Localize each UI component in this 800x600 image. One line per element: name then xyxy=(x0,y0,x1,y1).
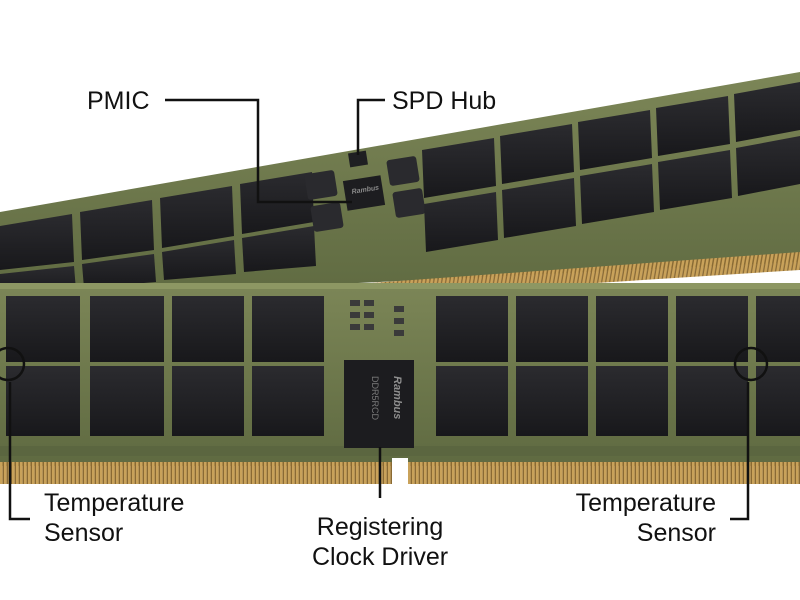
front-dimm-passives-strip xyxy=(0,446,800,456)
back-dimm-dram-right xyxy=(422,82,800,252)
pmic-inductor-3 xyxy=(310,202,344,232)
front-dimm-pcb-top-edge xyxy=(0,283,800,289)
callout-lines xyxy=(8,98,750,521)
back-dimm-module: Rambus xyxy=(0,72,800,300)
front-dimm-key-notch xyxy=(392,458,408,488)
pmic-callout-line xyxy=(165,98,352,204)
spd-hub-callout-line xyxy=(356,98,385,155)
pmic-inductor-1 xyxy=(304,170,338,200)
spd-hub-label: SPD Hub xyxy=(392,86,496,116)
temp-left-callout-line xyxy=(8,382,30,521)
spd-hub-chip xyxy=(348,150,368,168)
front-dimm-edge-connector-left xyxy=(0,462,392,484)
rcd-chip-part: DDR5RCD xyxy=(370,376,380,421)
pmic-chip-brand: Rambus xyxy=(351,185,379,196)
temp-sensor-left-label: Temperature Sensor xyxy=(44,488,184,548)
pmic-label: PMIC xyxy=(87,86,150,116)
temp-sensor-right-line2: Sensor xyxy=(636,519,716,547)
rcd-label-line1: Registering xyxy=(316,513,444,541)
rcd-label-line2: Clock Driver xyxy=(311,543,449,571)
rcd-label: Registering Clock Driver xyxy=(298,512,462,572)
front-dimm-center-capacitors xyxy=(350,300,404,336)
back-dimm-center-chips: Rambus xyxy=(304,150,426,232)
temp-sensor-right-label: Temperature Sensor xyxy=(548,488,716,548)
rcd-chip: Rambus DDR5RCD xyxy=(344,360,414,448)
spd-hub-label-text: SPD Hub xyxy=(392,87,497,115)
front-dimm-edge-connector-right xyxy=(408,462,800,484)
temp-sensor-right-marker xyxy=(733,346,769,382)
pmic-inductor-4 xyxy=(392,188,426,218)
front-dimm-dram-left xyxy=(6,296,324,436)
pmic-inductor-2 xyxy=(386,156,420,186)
temp-sensor-left-line2: Sensor xyxy=(44,519,124,547)
pmic-chip xyxy=(342,175,386,211)
temp-sensor-left-marker xyxy=(0,346,26,382)
temp-right-callout-line xyxy=(730,382,750,521)
front-dimm-dram-right xyxy=(436,296,800,436)
rcd-chip-brand: Rambus xyxy=(391,376,403,419)
front-dimm-module: Rambus DDR5RCD xyxy=(0,283,800,488)
temp-sensor-left-line1: Temperature xyxy=(44,489,185,517)
pmic-label-text: PMIC xyxy=(87,87,150,115)
temp-sensor-right-line1: Temperature xyxy=(575,489,716,517)
